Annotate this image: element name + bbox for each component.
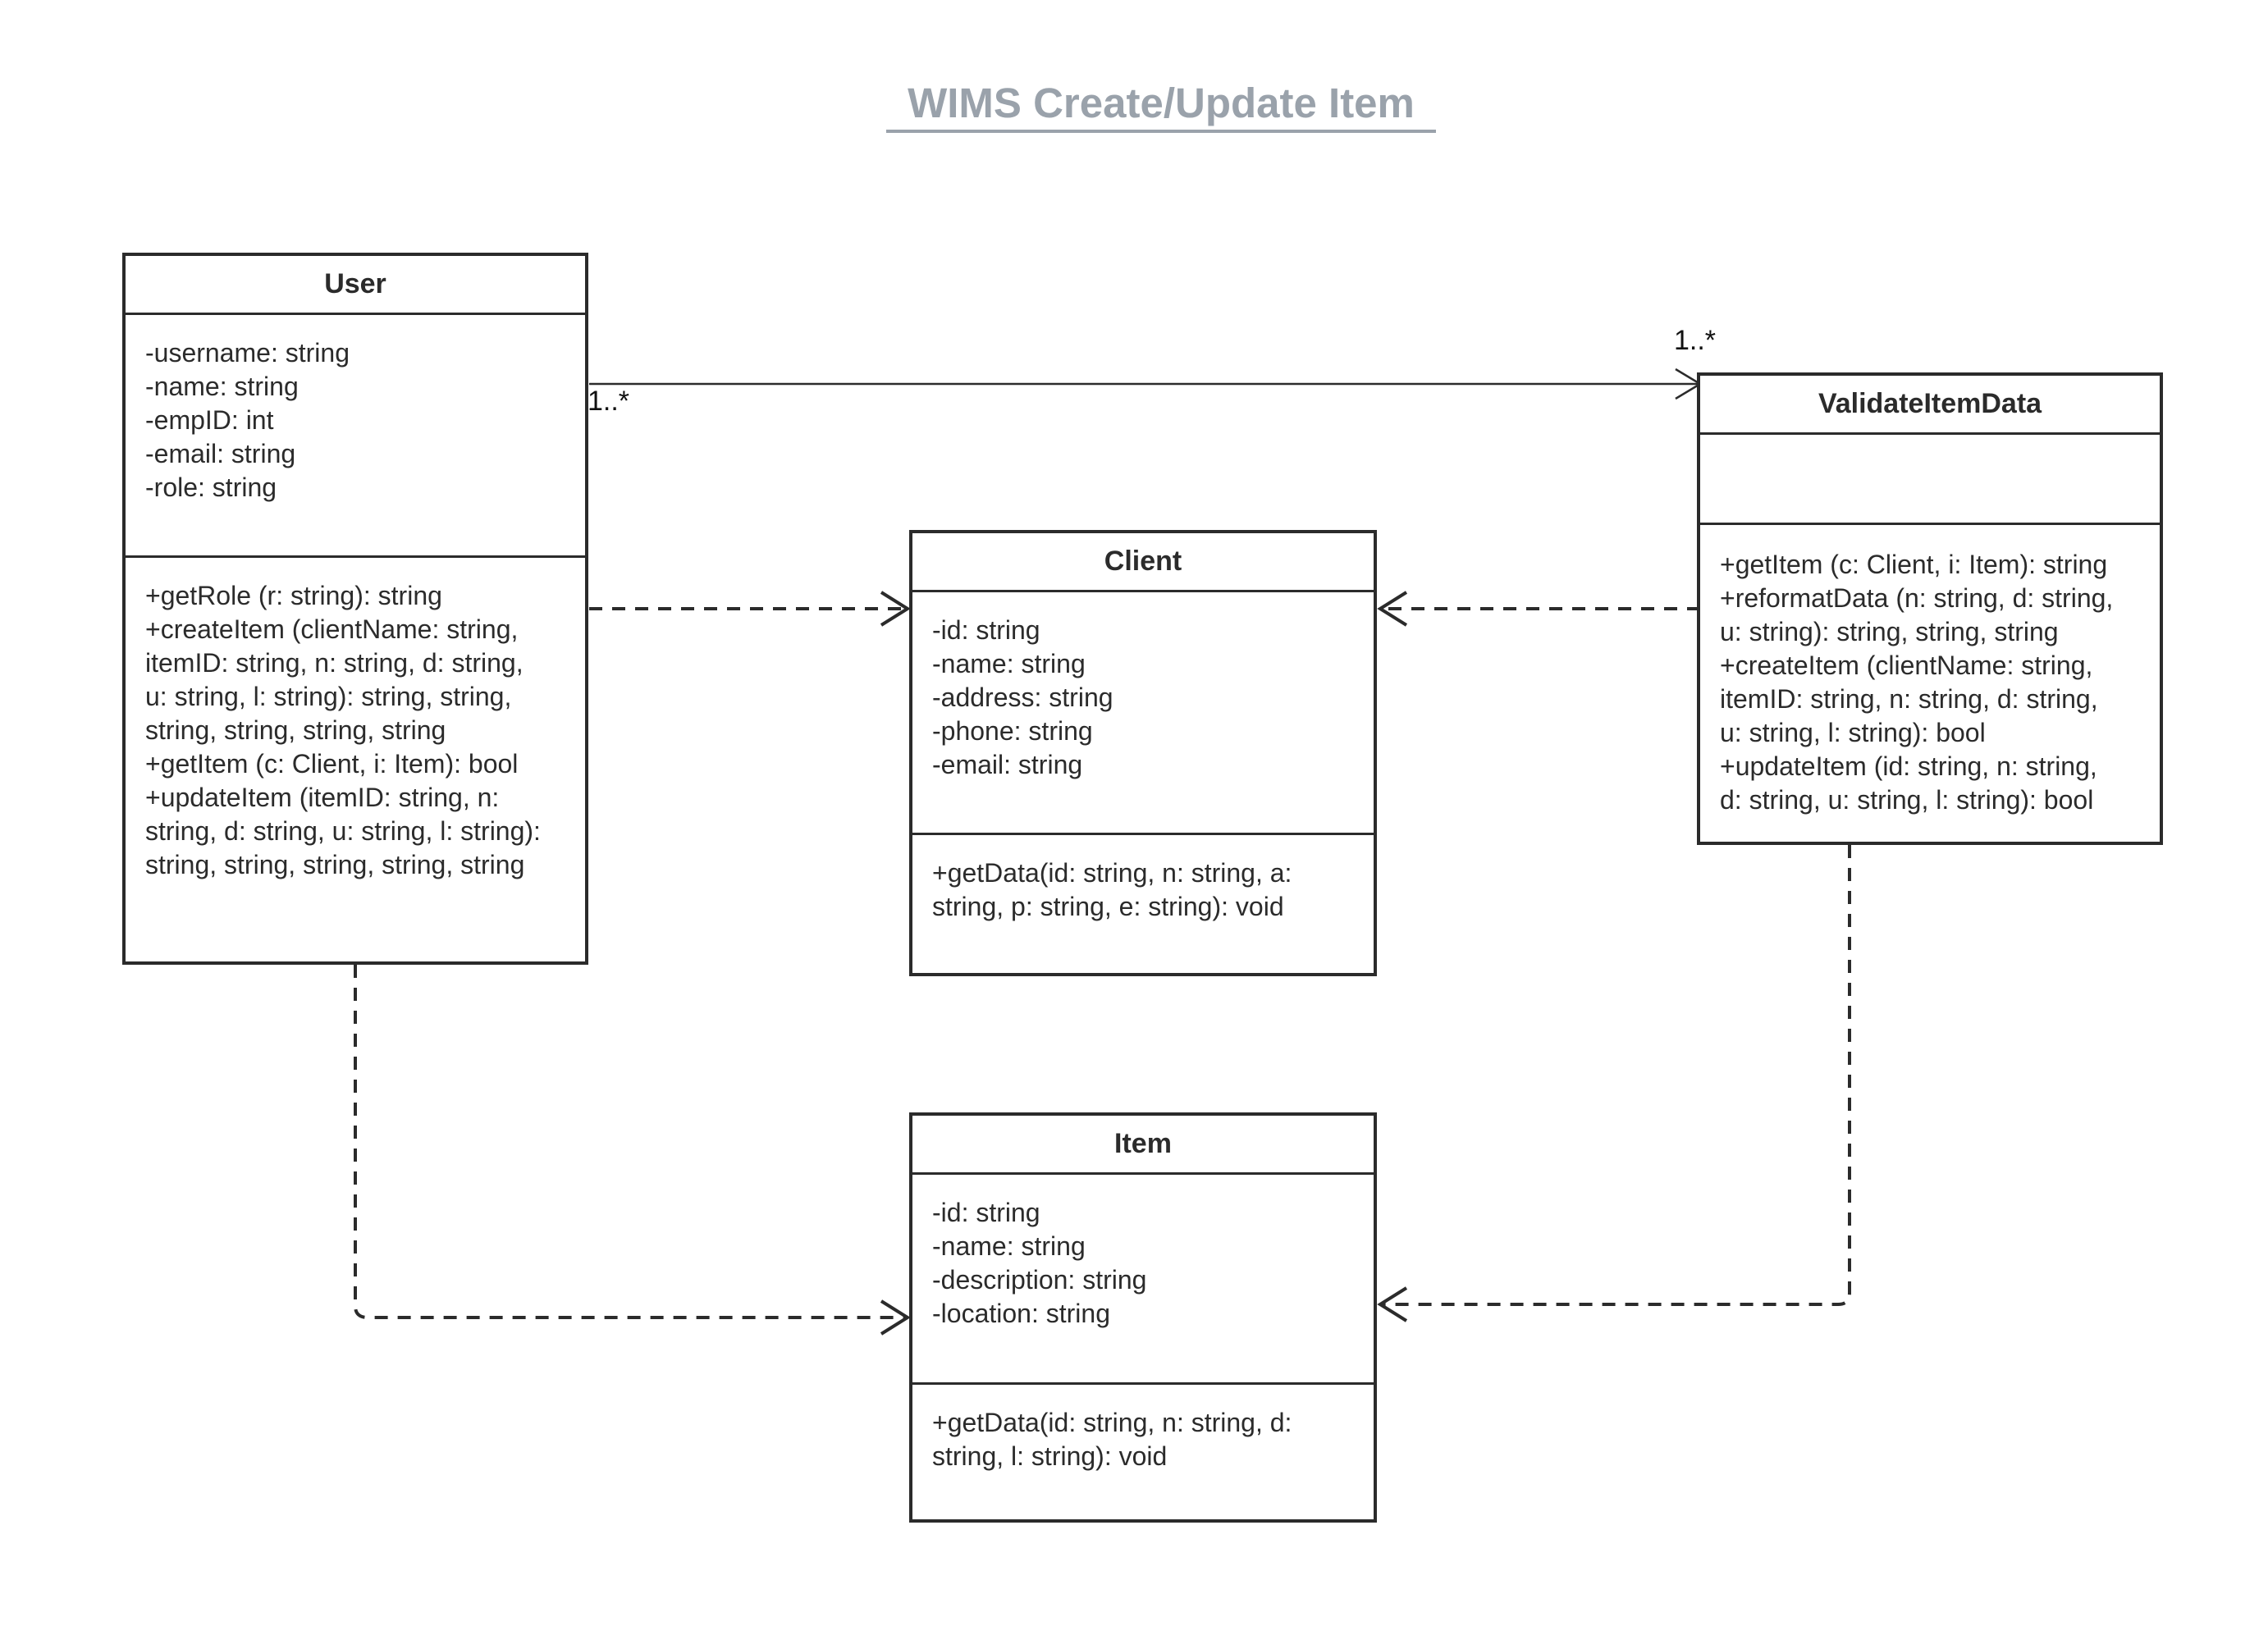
method: +createItem (clientName: string, <box>1720 651 2093 680</box>
method: itemID: string, n: string, d: string, <box>1720 684 2098 714</box>
attribute: -phone: string <box>932 716 1093 746</box>
attribute-list: -id: string -name: string -address: stri… <box>912 592 1374 835</box>
method: +reformatData (n: string, d: string, <box>1720 583 2114 613</box>
method: d: string, u: string, l: string): bool <box>1720 785 2094 815</box>
attribute: -role: string <box>145 473 277 502</box>
attribute: -name: string <box>932 1231 1086 1261</box>
diagram-title: WIMS Create/Update Item <box>908 80 1415 126</box>
method: +getItem (c: Client, i: Item): string <box>1720 550 2108 579</box>
class-name: Client <box>912 533 1374 592</box>
method-list: +getItem (c: Client, i: Item): string +r… <box>1700 525 2160 817</box>
attribute: -address: string <box>932 683 1113 712</box>
attribute-list <box>1700 435 2160 525</box>
attribute: -name: string <box>932 649 1086 678</box>
class-item[interactable]: Item -id: string -name: string -descript… <box>909 1112 1377 1523</box>
attribute: -name: string <box>145 372 299 401</box>
title-underline <box>886 130 1436 133</box>
attribute: -username: string <box>145 338 350 368</box>
class-client[interactable]: Client -id: string -name: string -addres… <box>909 530 1377 976</box>
attribute: -description: string <box>932 1265 1147 1295</box>
method: +createItem (clientName: string, <box>145 614 519 644</box>
class-user[interactable]: User -username: string -name: string -em… <box>122 253 588 965</box>
method: +getData(id: string, n: string, d: <box>932 1408 1292 1437</box>
method: string, d: string, u: string, l: string)… <box>145 816 541 846</box>
attribute-list: -id: string -name: string -description: … <box>912 1175 1374 1385</box>
attribute-list: -username: string -name: string -empID: … <box>126 315 585 558</box>
attribute: -empID: int <box>145 405 274 435</box>
method: +getRole (r: string): string <box>145 581 442 610</box>
method: string, string, string, string, string <box>145 850 525 879</box>
method: +updateItem (id: string, n: string, <box>1720 751 2097 781</box>
attribute: -email: string <box>145 439 296 468</box>
method-list: +getData(id: string, n: string, d: strin… <box>912 1385 1374 1473</box>
dependency-user-client[interactable] <box>589 591 911 627</box>
method: +getData(id: string, n: string, a: <box>932 858 1292 888</box>
multiplicity-user-end: 1..* <box>588 386 630 417</box>
method: +updateItem (itemID: string, n: <box>145 783 500 812</box>
multiplicity-validate-end: 1..* <box>1674 325 1717 356</box>
method-list: +getData(id: string, n: string, a: strin… <box>912 835 1374 924</box>
method-list: +getRole (r: string): string +createItem… <box>126 558 585 882</box>
method: string, p: string, e: string): void <box>932 892 1284 921</box>
class-name: User <box>126 256 585 315</box>
method: u: string, l: string): bool <box>1720 718 1986 747</box>
method: u: string, l: string): string, string, <box>145 682 512 711</box>
dependency-user-item[interactable] <box>354 965 911 1336</box>
dependency-validateitemdata-item[interactable] <box>1377 845 1851 1322</box>
attribute: -location: string <box>932 1299 1110 1328</box>
attribute: -email: string <box>932 750 1083 779</box>
method: u: string): string, string, string <box>1720 617 2059 646</box>
class-name: Item <box>912 1116 1374 1175</box>
method: itemID: string, n: string, d: string, <box>145 648 524 678</box>
method: string, l: string): void <box>932 1441 1168 1471</box>
class-name: ValidateItemData <box>1700 376 2160 435</box>
dependency-validateitemdata-client[interactable] <box>1377 591 1700 627</box>
method: string, string, string, string <box>145 715 446 745</box>
attribute: -id: string <box>932 1198 1040 1227</box>
association-user-validateitemdata[interactable] <box>589 368 1703 400</box>
attribute: -id: string <box>932 615 1040 645</box>
method: +getItem (c: Client, i: Item): bool <box>145 749 519 779</box>
class-validateitemdata[interactable]: ValidateItemData +getItem (c: Client, i:… <box>1697 372 2163 845</box>
